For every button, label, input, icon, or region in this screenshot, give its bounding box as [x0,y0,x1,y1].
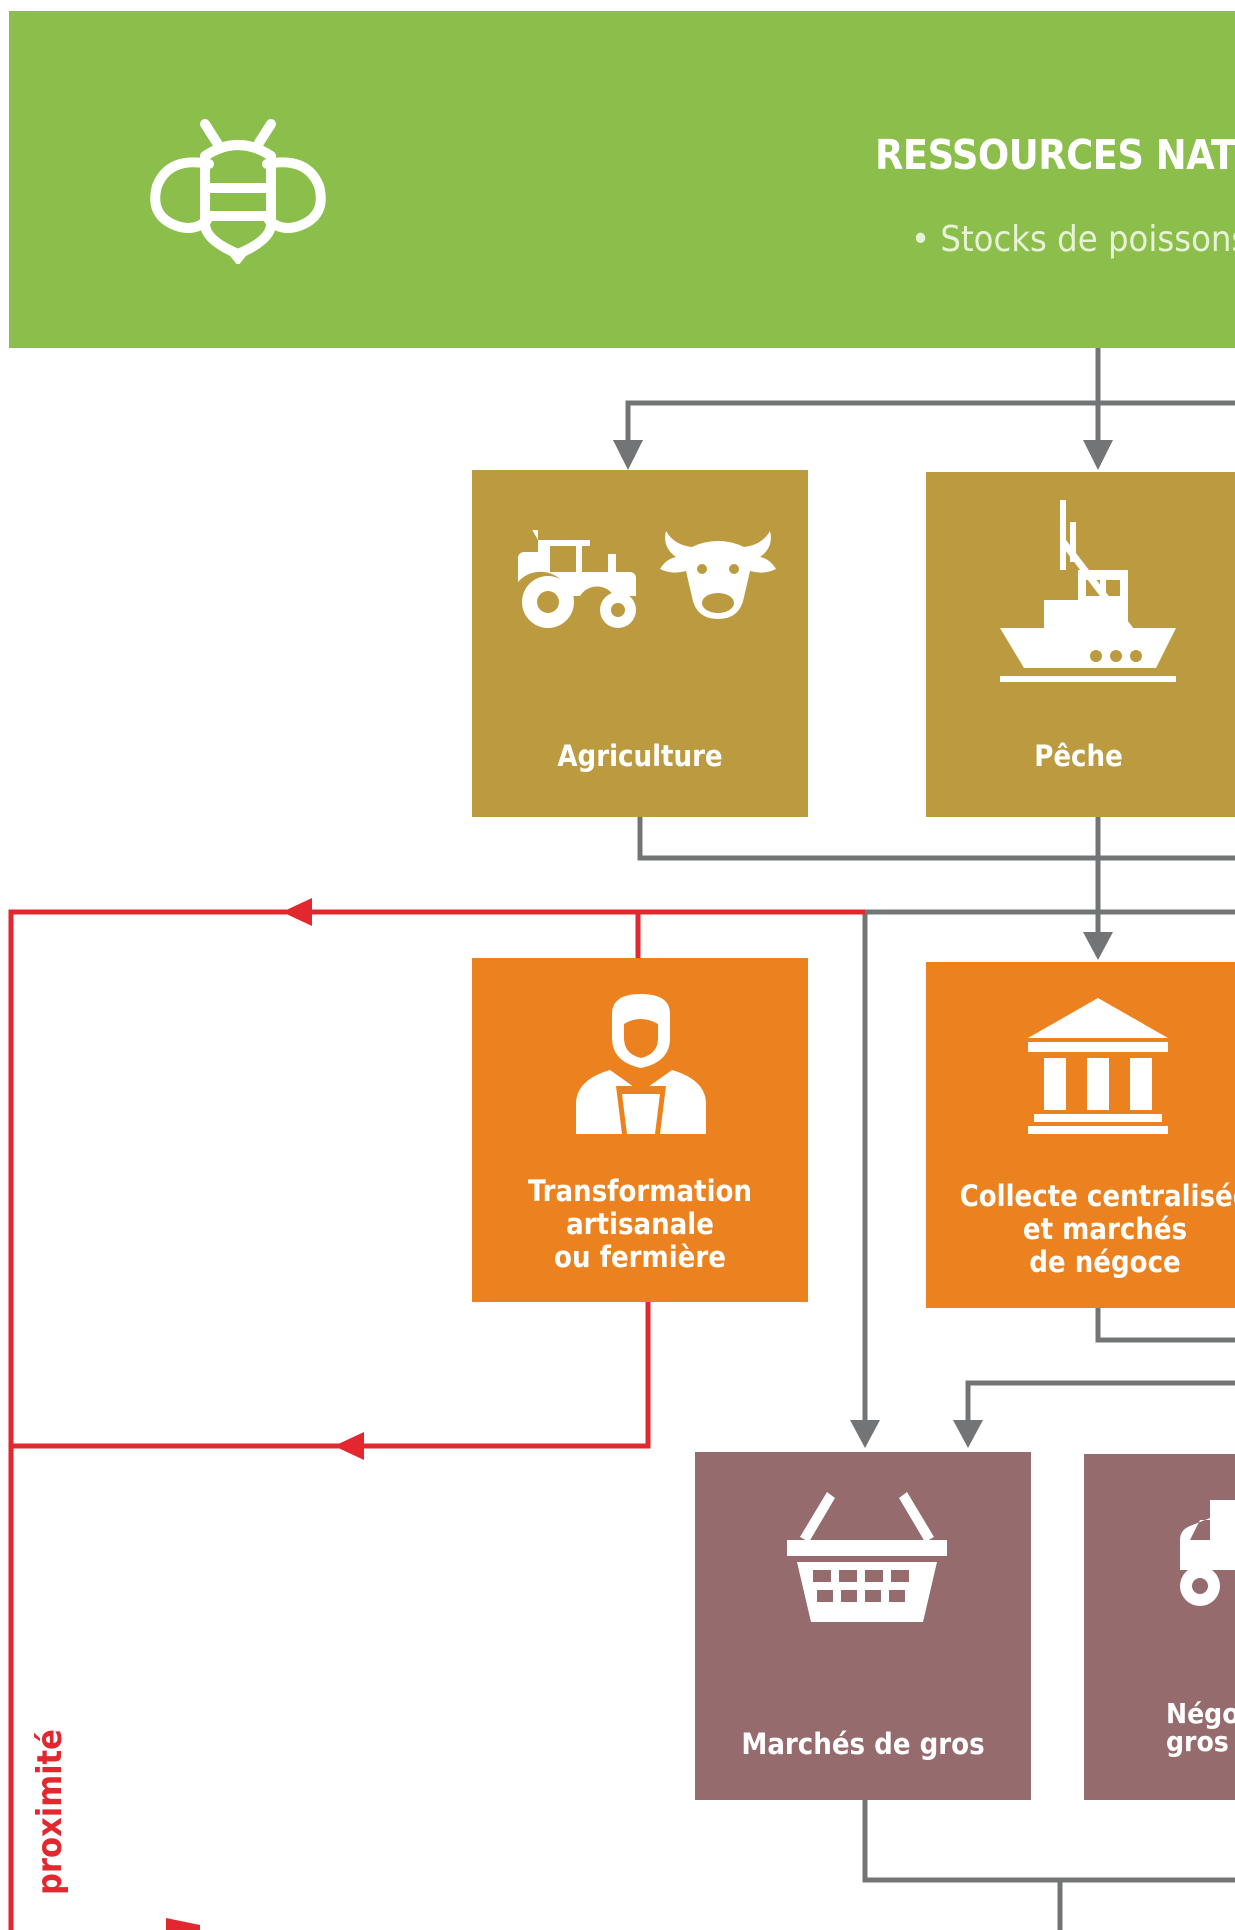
fishing-boat-icon [1000,500,1176,682]
cow-icon [660,531,776,619]
centralized-collection-box: Collecte centralisée et marchés de négoc… [926,962,1235,1308]
wholesale-trade-label: Négo gros [1166,1697,1235,1758]
fishing-box: Pêche [926,472,1235,817]
agriculture-label: Agriculture [557,739,723,773]
market-building-icon [1028,998,1168,1134]
basket-icon [787,1492,947,1622]
centralized-collection-label: Collecte centralisée et marchés de négoc… [959,1179,1235,1279]
natural-resources-bullet: • Stocks de poissons [911,219,1235,260]
natural-resources-banner: RESSOURCES NATU • Stocks de poissons [9,11,1235,348]
wholesale-markets-box: Marchés de gros [695,1452,1031,1800]
natural-resources-title: RESSOURCES NATU [875,131,1235,179]
truck-icon [1180,1500,1235,1606]
artisan-icon [576,994,706,1134]
fishing-label: Pêche [1034,739,1123,773]
wholesale-trade-box: Négo gros [1084,1454,1235,1800]
bee-icon [150,119,326,264]
artisanal-processing-label: Transformation artisanale ou fermière [527,1174,753,1274]
wholesale-markets-label: Marchés de gros [741,1727,985,1761]
agriculture-box: Agriculture [472,470,808,817]
artisanal-processing-box: Transformation artisanale ou fermière [472,958,808,1302]
tractor-icon [518,530,636,628]
proximity-side-label: proximité [30,1729,70,1895]
